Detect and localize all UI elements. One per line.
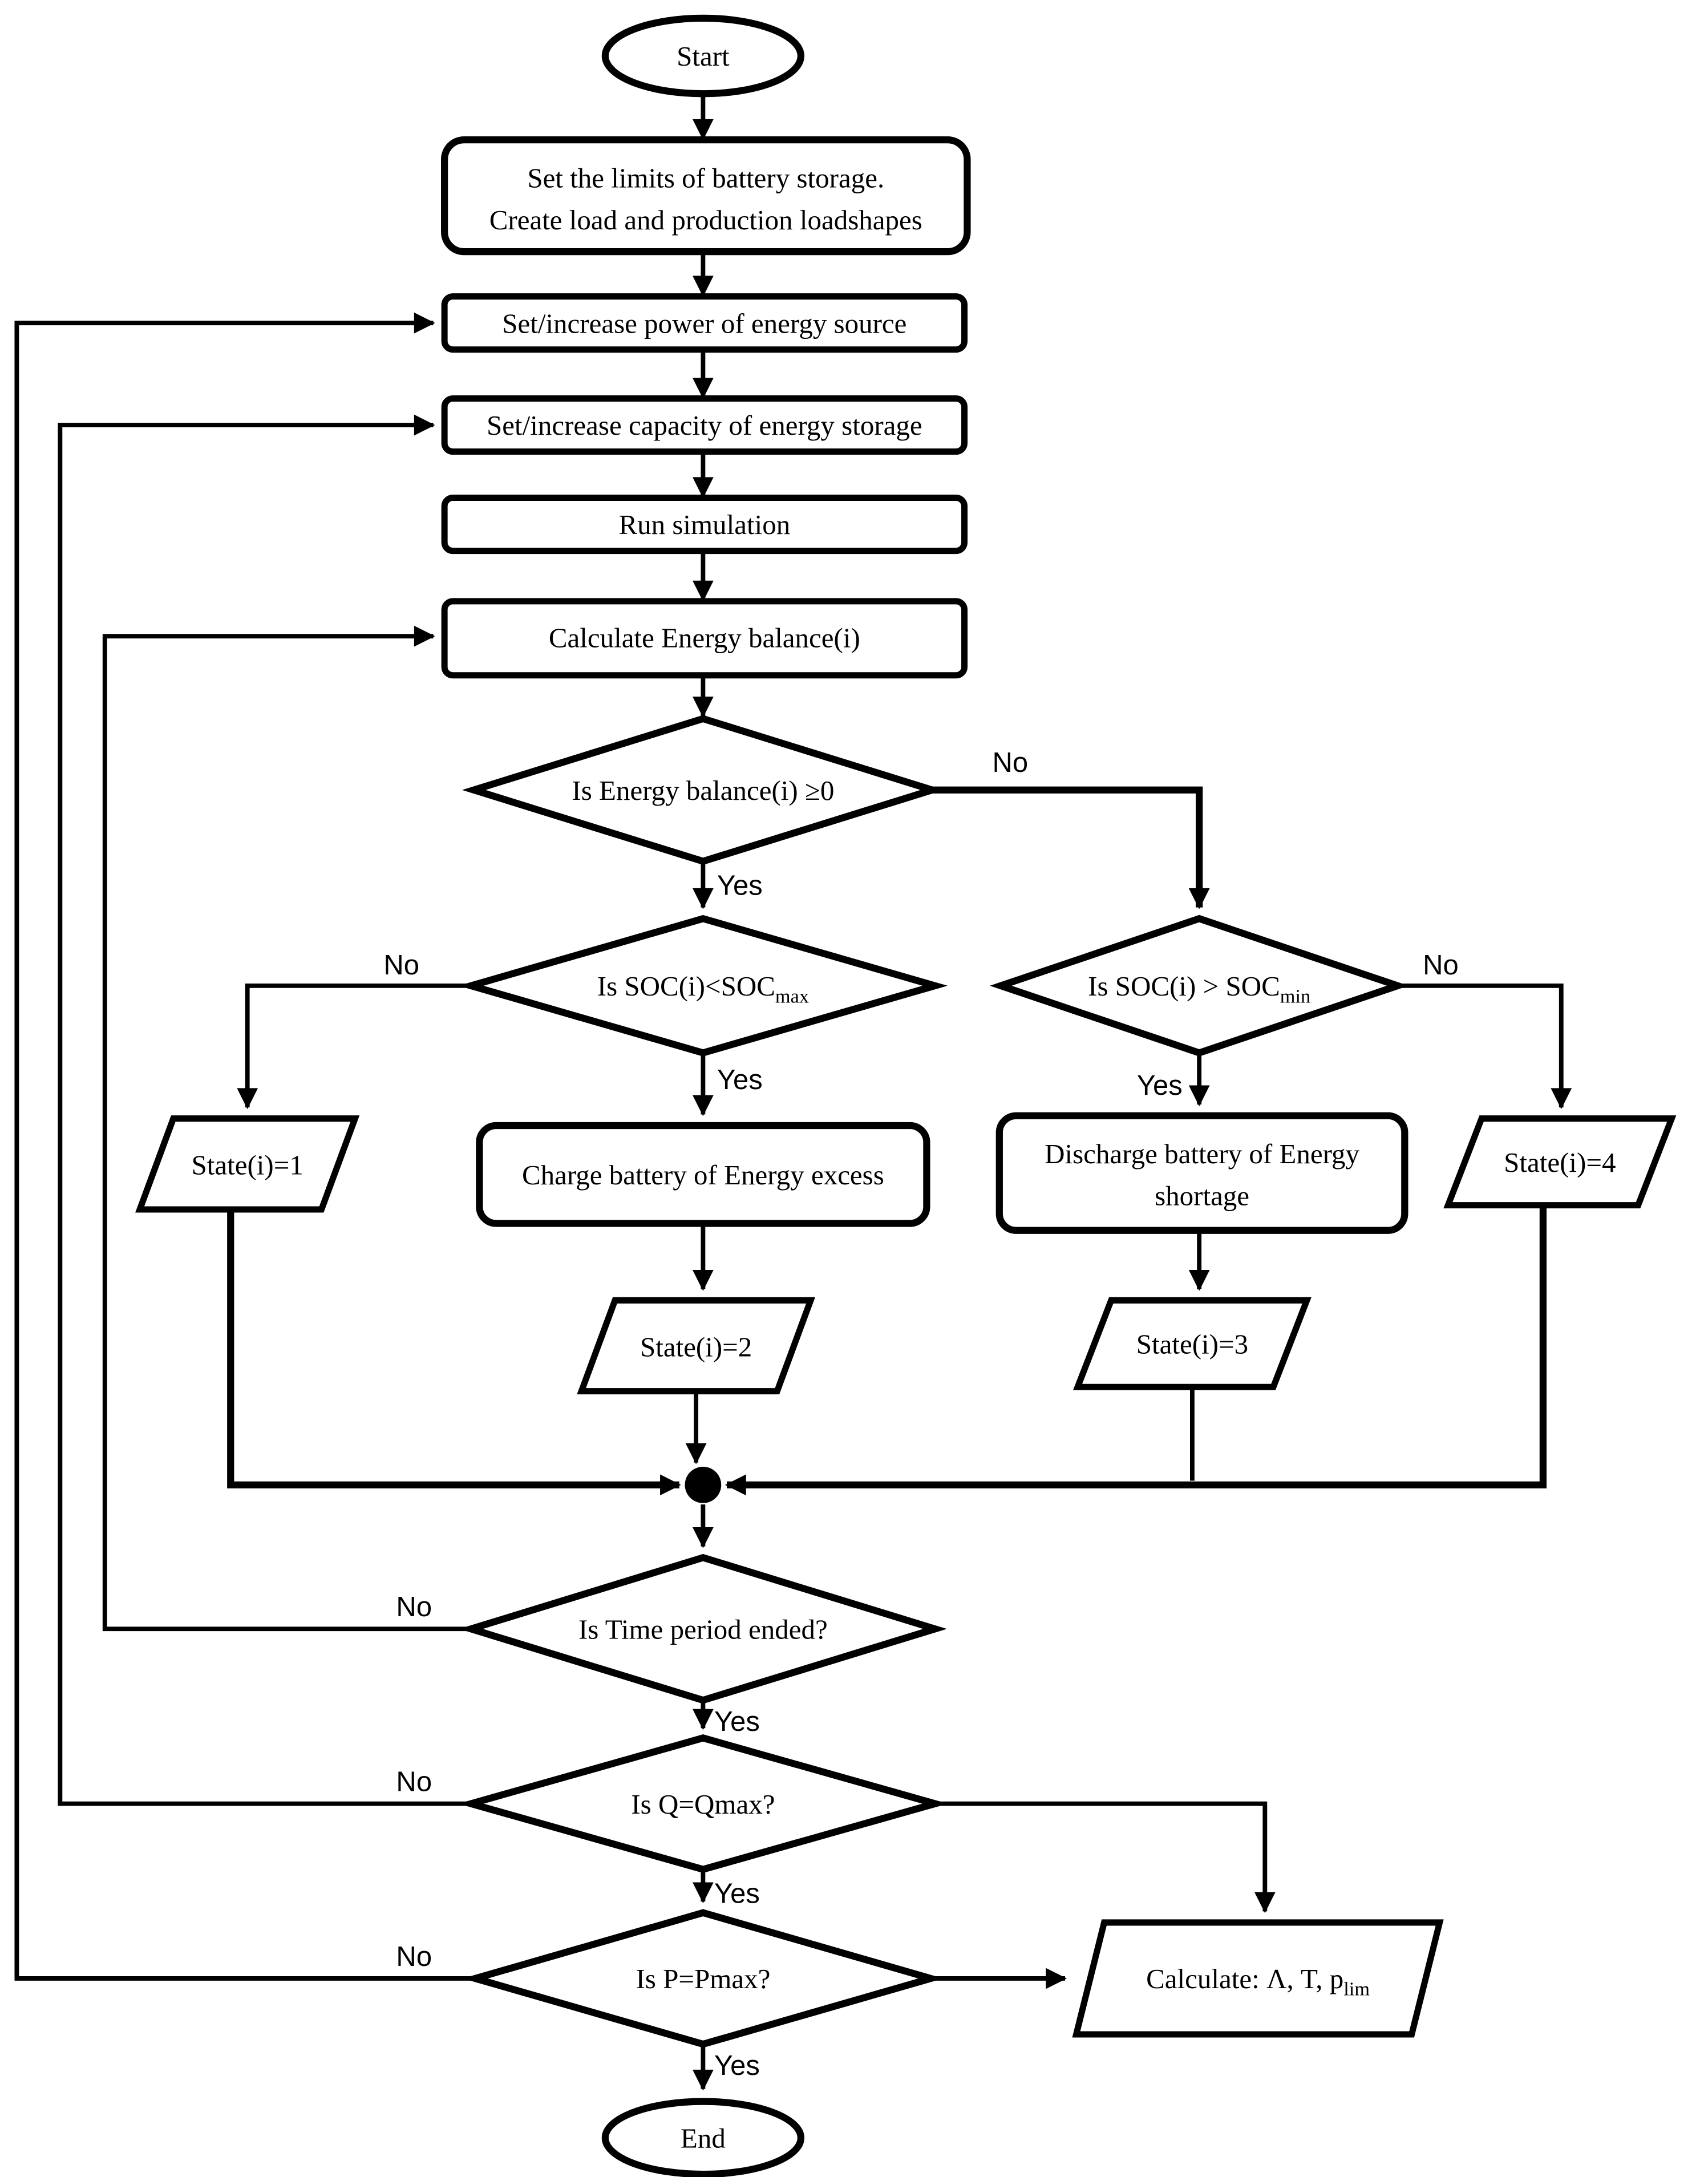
edge-label-socmax-no: No — [383, 950, 419, 981]
process-run-simulation — [441, 494, 968, 555]
edge-label-balance-no: No — [993, 747, 1029, 778]
edge-p-no-loop — [14, 312, 476, 1981]
io-state-2-label: State(i)=2 — [640, 1331, 752, 1362]
edge-label-socmin-no: No — [1423, 950, 1459, 981]
decision-soc-min — [990, 914, 1409, 1057]
edge-socmin-no — [1398, 983, 1572, 1110]
decision-energy-balance-label: Is Energy balance(i) ≥0 — [572, 775, 834, 806]
io-state-3-label: State(i)=3 — [1136, 1328, 1248, 1359]
edge-label-p-yes: Yes — [714, 2050, 760, 2081]
process-run-simulation-label: Run simulation — [618, 509, 790, 540]
edge-q-to-calculate — [935, 1801, 1276, 1913]
io-state-3 — [1072, 1297, 1312, 1390]
junction-dot — [685, 1466, 722, 1503]
process-calc-energy-balance-label: Calculate Energy balance(i) — [549, 622, 860, 654]
edge-label-time-no: No — [396, 1592, 432, 1622]
process-charge-battery-label: Charge battery of Energy excess — [522, 1159, 884, 1191]
io-calculate-results-label-sub: lim — [1343, 1978, 1370, 2000]
io-calculate-results — [1072, 1919, 1444, 2038]
io-state-4 — [1443, 1115, 1677, 1209]
io-state-4-label: State(i)=4 — [1504, 1147, 1616, 1178]
edge-label-p-no: No — [396, 1941, 432, 1972]
terminator-start — [601, 14, 805, 98]
decision-time-period-label: Is Time period ended? — [578, 1613, 828, 1645]
process-set-power — [441, 293, 968, 353]
decision-soc-min-label: Is SOC(i) > SOCmin — [1088, 970, 1310, 1007]
io-state-1-label: State(i)=1 — [192, 1150, 303, 1181]
edge-label-socmax-yes: Yes — [717, 1065, 763, 1095]
edge-state1-to-junction — [227, 1209, 681, 1496]
decision-soc-max — [458, 914, 948, 1057]
edge-balance-no — [932, 786, 1210, 909]
edge-q-no-loop — [58, 414, 471, 1806]
process-set-capacity-label: Set/increase capacity of energy storage — [487, 410, 922, 441]
decision-energy-balance — [462, 715, 944, 865]
process-set-capacity — [441, 395, 968, 455]
terminator-start-label: Start — [677, 41, 730, 72]
edge-label-q-yes: Yes — [714, 1879, 760, 1909]
process-discharge-battery — [995, 1112, 1409, 1234]
decision-q-qmax-label: Is Q=Qmax? — [631, 1788, 775, 1820]
io-state-2 — [577, 1297, 815, 1395]
process-init-label-line1: Set the limits of battery storage. — [527, 162, 884, 193]
io-calculate-results-label: Calculate: Λ, T, plim — [1146, 1963, 1370, 2000]
edge-label-time-yes: Yes — [714, 1706, 760, 1737]
terminator-end-label: End — [681, 2123, 726, 2154]
decision-soc-max-label-sub: max — [775, 985, 809, 1007]
edge-label-socmin-yes: Yes — [1137, 1070, 1183, 1101]
decision-q-qmax — [458, 1734, 948, 1873]
io-calculate-results-label-pre: Calculate: Λ, T, p — [1146, 1963, 1343, 1994]
process-set-power-label: Set/increase power of energy source — [502, 307, 906, 339]
decision-p-pmax — [462, 1909, 944, 2048]
decision-soc-max-label: Is SOC(i)<SOCmax — [597, 970, 809, 1007]
decision-soc-min-label-sub: min — [1280, 985, 1310, 1007]
decision-soc-max-label-pre: Is SOC(i)<SOC — [597, 970, 775, 1002]
edge-time-no-loop — [102, 625, 471, 1632]
process-calc-energy-balance — [441, 598, 968, 679]
process-init-label-line2: Create load and production loadshapes — [489, 204, 922, 236]
io-state-1 — [135, 1115, 360, 1213]
edge-label-balance-yes: Yes — [717, 871, 763, 901]
process-discharge-battery-label-line2: shortage — [1155, 1180, 1249, 1212]
edge-label-q-no: No — [396, 1767, 432, 1798]
terminator-end — [601, 2098, 804, 2177]
decision-p-pmax-label: Is P=Pmax? — [636, 1963, 770, 1994]
decision-time-period — [459, 1553, 947, 1704]
process-charge-battery — [476, 1122, 930, 1227]
edge-socmax-no — [237, 983, 471, 1110]
process-init — [441, 136, 971, 256]
decision-soc-min-label-pre: Is SOC(i) > SOC — [1088, 970, 1280, 1002]
process-discharge-battery-label-line1: Discharge battery of Energy — [1045, 1138, 1359, 1170]
edge-state4-to-junction — [725, 1205, 1547, 1496]
